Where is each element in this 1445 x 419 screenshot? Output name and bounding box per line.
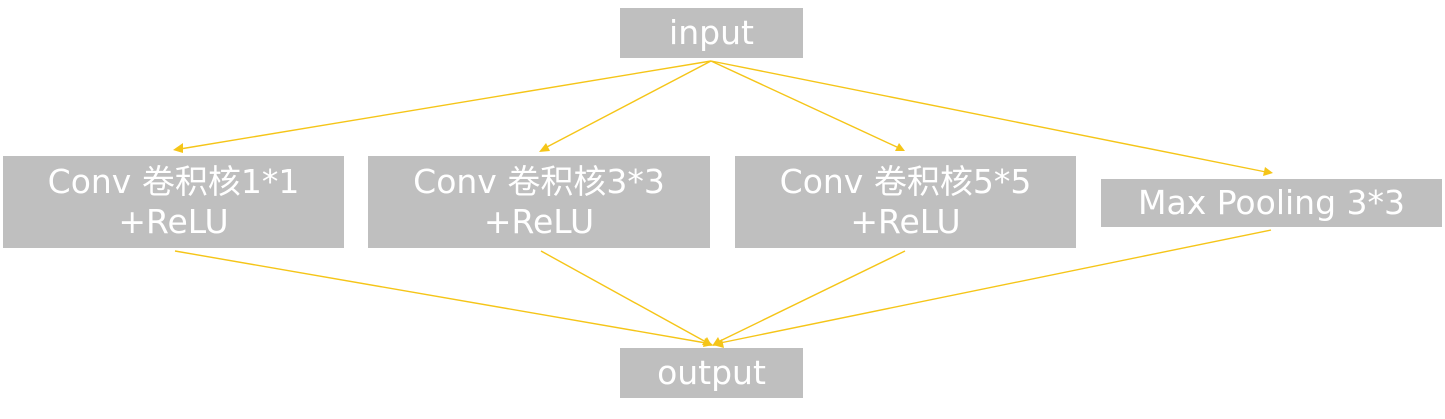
node-output-label: output — [657, 353, 766, 392]
node-conv-3x3-label-line2: +ReLU — [483, 202, 595, 241]
edge-input-conv3 — [539, 60, 712, 152]
node-conv-1x1-label-line1: Conv 卷积核1*1 — [47, 162, 300, 201]
edge-input-pool — [710, 60, 1273, 176]
node-conv-1x1: Conv 卷积核1*1 +ReLU — [3, 156, 344, 248]
edge-conv1-output — [174, 250, 713, 347]
edge-input-conv5 — [710, 60, 905, 151]
node-conv-5x5-label-line2: +ReLU — [850, 202, 961, 241]
edge-conv3-output — [540, 250, 712, 346]
node-max-pooling-label: Max Pooling 3*3 — [1138, 183, 1405, 222]
node-conv-3x3-label-line1: Conv 卷积核3*3 — [413, 162, 665, 201]
node-input: input — [620, 8, 803, 58]
node-conv-5x5-label-line1: Conv 卷积核5*5 — [779, 162, 1032, 201]
node-conv-5x5: Conv 卷积核5*5 +ReLU — [735, 156, 1076, 248]
edge-conv5-output — [712, 250, 906, 346]
edge-input-conv1 — [173, 60, 712, 153]
edge-pool-output — [713, 229, 1272, 348]
node-conv-3x3: Conv 卷积核3*3 +ReLU — [368, 156, 710, 248]
node-max-pooling-3x3: Max Pooling 3*3 — [1101, 179, 1442, 227]
node-conv-1x1-label-line2: +ReLU — [118, 202, 229, 241]
node-output: output — [620, 348, 803, 398]
node-input-label: input — [669, 13, 754, 52]
